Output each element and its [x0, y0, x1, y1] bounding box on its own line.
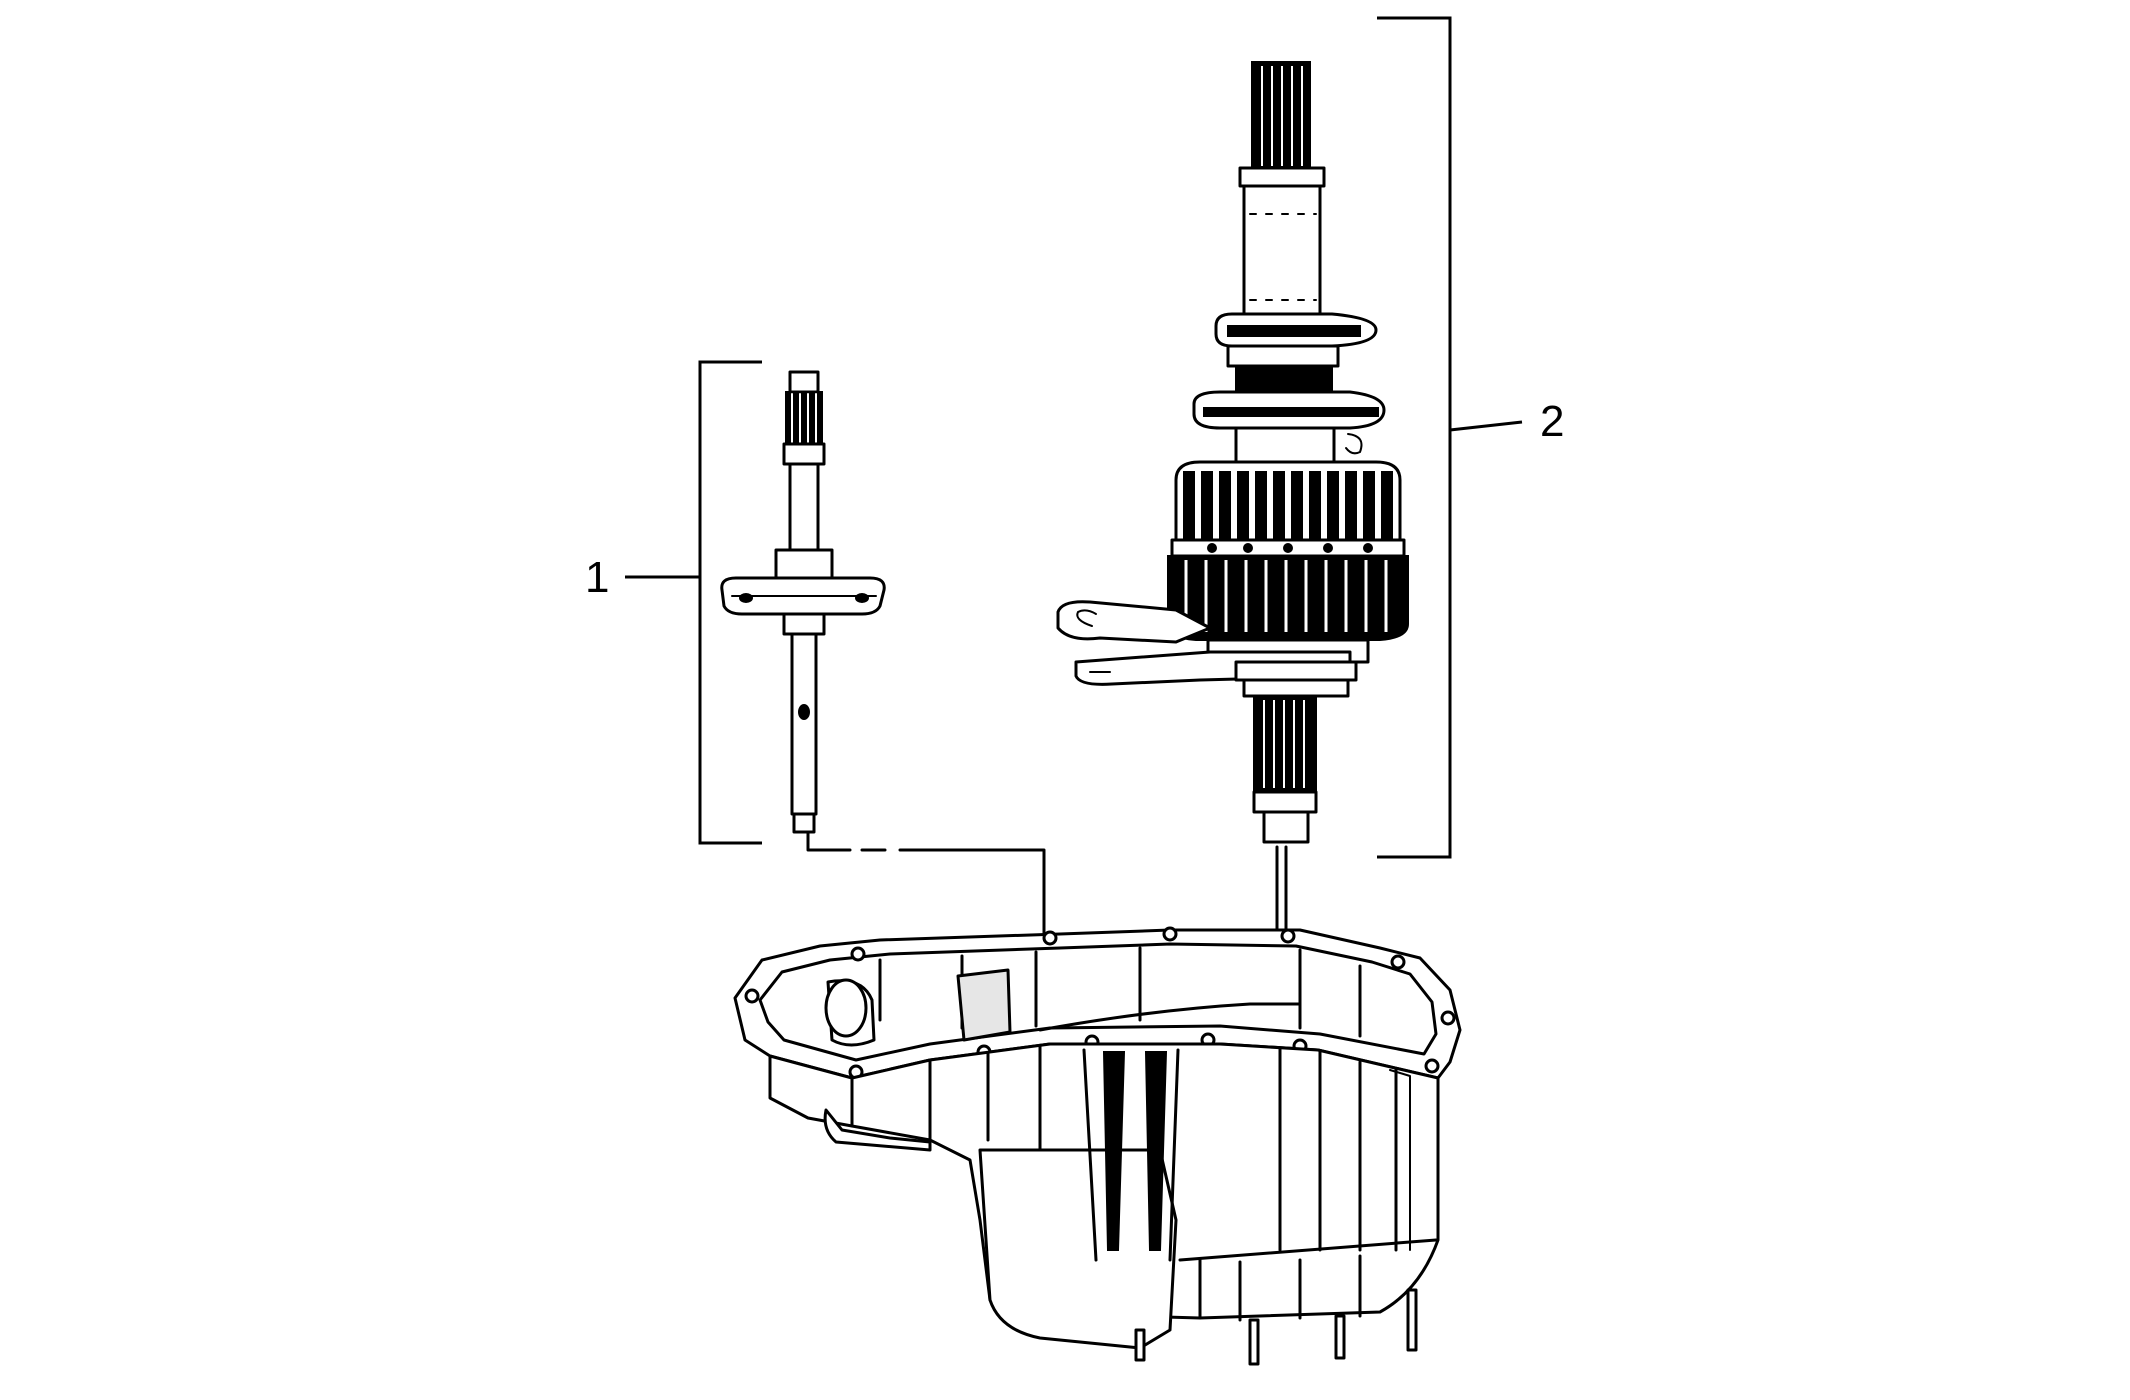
mainshaft-assembly [1056, 61, 1409, 844]
shift-rail-upper-shaft [788, 462, 820, 554]
transfer-case-housing [733, 926, 1462, 1366]
mainshaft-bearing-race [1226, 344, 1340, 368]
shift-rail-top-cap [788, 370, 820, 394]
housing-ribs [1082, 1048, 1180, 1262]
mainshaft-journal [1242, 184, 1322, 318]
callout-2-group: 2 [1377, 16, 1564, 859]
callout-1-group: 1 [585, 360, 762, 845]
callout-2-bracket [1377, 16, 1452, 859]
callout-1-label: 1 [585, 553, 609, 602]
mainshaft-pilot [1262, 810, 1310, 844]
shift-rail-lower-shaft [790, 632, 818, 816]
shift-rail-lower-hub [782, 612, 826, 636]
callout-2-label: 2 [1540, 397, 1564, 446]
callout-1-bracket [698, 360, 762, 845]
mainshaft-upper-collar [1238, 166, 1326, 188]
shift-rail-collar [782, 442, 826, 466]
shift-rail-tip [792, 812, 816, 834]
shift-rail-assembly [720, 370, 886, 834]
callout-2-leader [1449, 420, 1523, 432]
housing-lower-bell [978, 1148, 1178, 1350]
housing-flange-inner [758, 942, 1438, 1062]
housing-studs [1134, 1288, 1418, 1366]
mainshaft-shift-fork [1056, 600, 1212, 644]
